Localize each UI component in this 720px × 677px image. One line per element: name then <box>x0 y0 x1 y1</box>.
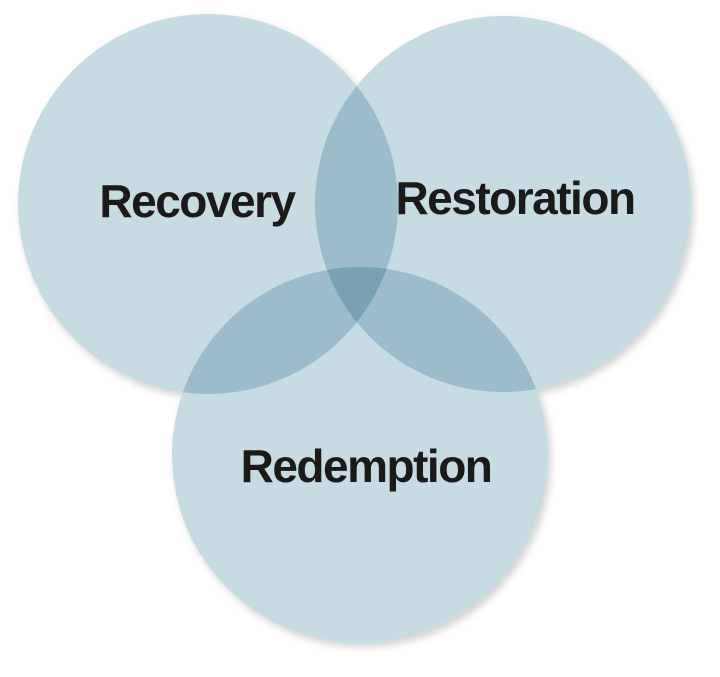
label-redemption: Redemption <box>241 440 492 492</box>
label-restoration: Restoration <box>395 172 634 224</box>
circle-redemption <box>172 267 548 643</box>
label-recovery: Recovery <box>99 175 296 227</box>
